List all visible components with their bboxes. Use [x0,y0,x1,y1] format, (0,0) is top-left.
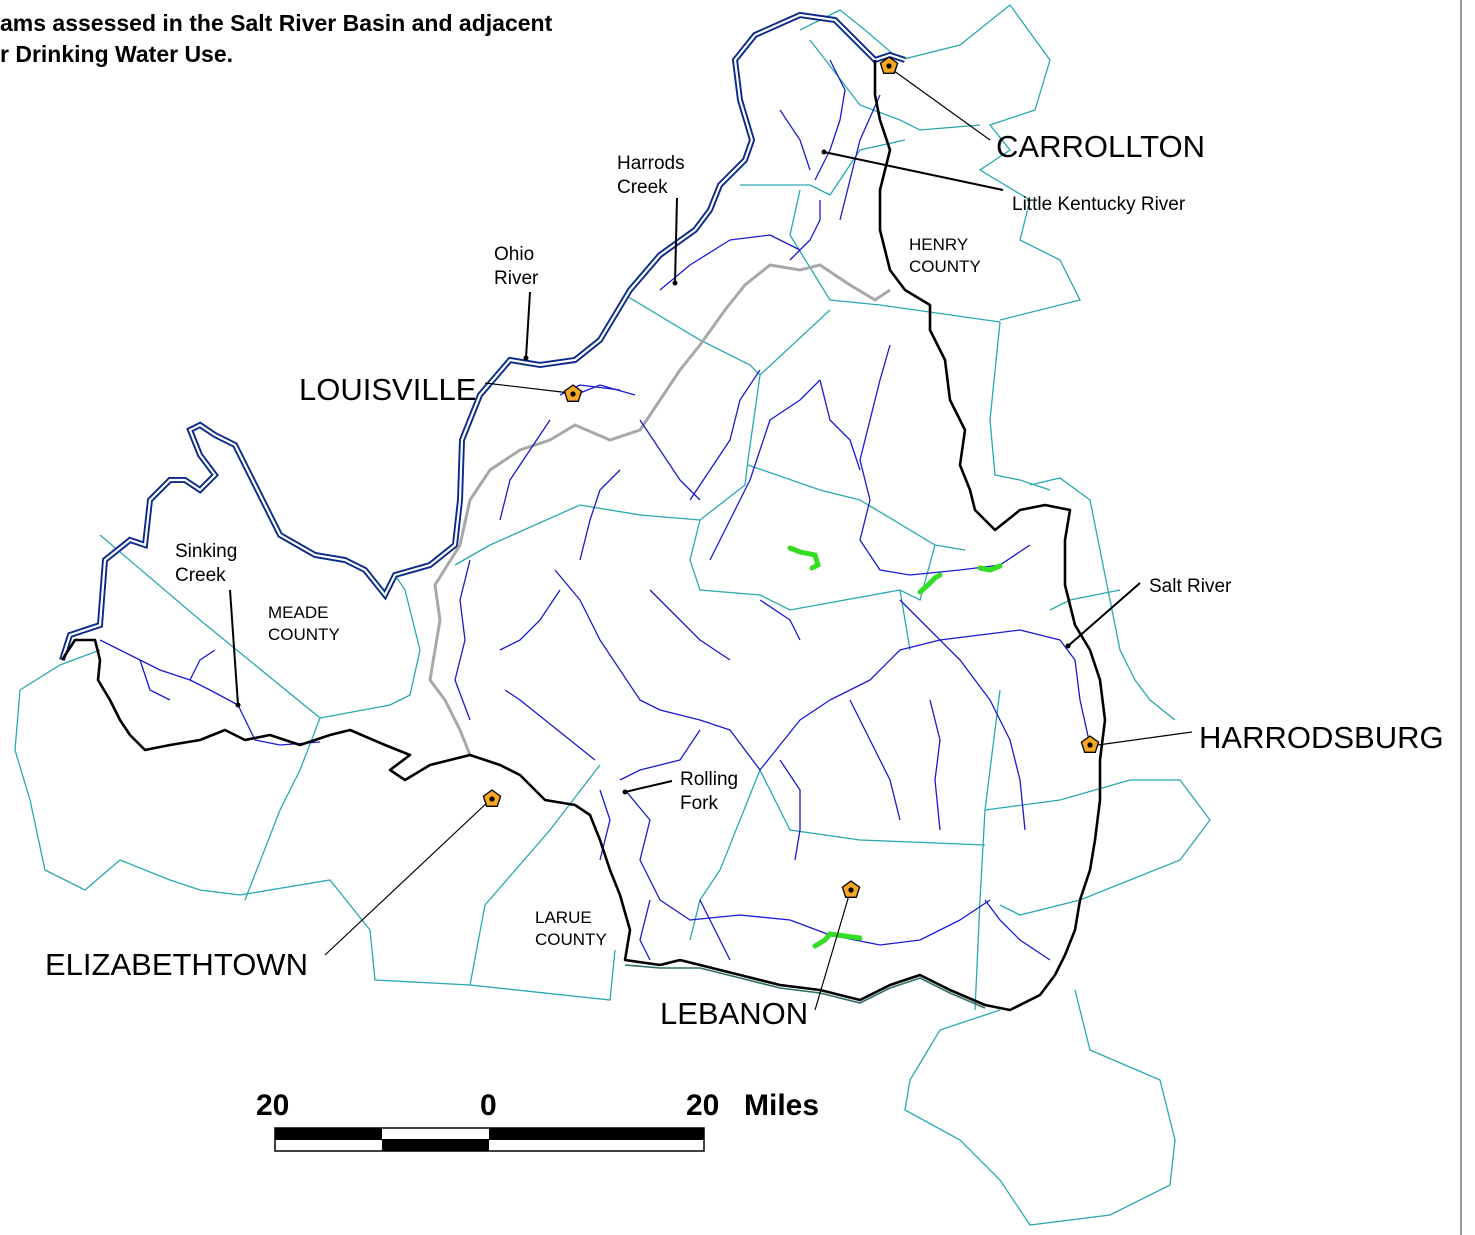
feature-label-sinking-creek: Sinking Creek [175,541,243,586]
city-label-lebanon: LEBANON [660,996,808,1031]
rolling-fork-leader [624,780,673,793]
ohio-river [59,11,906,661]
louisville-leader [484,382,571,394]
pentagon-marker-icon [563,384,583,402]
feature-label-ohio-river: Ohio River [494,244,539,289]
scale-unit: Miles [744,1089,819,1122]
county-boundaries [14,4,1211,1226]
county-label-henry: HENRY COUNTY [909,235,981,276]
pentagon-marker-icon [482,789,502,807]
county-label-larue: LARUE COUNTY [535,908,607,949]
harrodsburg-leader [1097,731,1193,746]
gray-divide-line [428,263,891,756]
elizabethtown-leader [324,799,491,956]
pentagon-marker-icon [1080,735,1100,753]
scale-label-center: 0 [480,1089,497,1122]
scale-label-right: 20 [686,1089,719,1122]
harrods-creek-leader [674,197,678,284]
feature-label-harrods-creek: Harrods Creek [617,153,690,198]
pentagon-marker-icon [879,56,899,74]
scale-seg-bottom-2 [382,1139,489,1151]
leader-lines [324,67,1193,1011]
scale-seg-top-1 [275,1128,382,1140]
map-title: ams assessed in the Salt River Basin and… [0,8,552,70]
feature-label-little-kentucky-river: Little Kentucky River [1012,194,1186,215]
little-kentucky-leader [823,151,1004,191]
city-label-harrodsburg: HARRODSBURG [1199,720,1444,755]
basin-boundary [60,60,1107,1012]
city-label-carrollton: CARROLLTON [996,129,1205,164]
county-label-meade: MEADE COUNTY [268,603,340,644]
carrollton-leader [889,67,991,141]
page-edge-rule [1460,0,1462,1235]
city-label-louisville: LOUISVILLE [299,372,476,407]
scale-bar: 20 0 20 Miles [256,1089,819,1152]
pentagon-marker-icon [841,880,861,898]
salt-river-leader [1067,582,1141,647]
map-title-line-2: r Drinking Water Use. [0,41,234,67]
city-markers [482,56,1100,898]
sinking-creek-leader [229,589,239,706]
map-title-line-1: ams assessed in the Salt River Basin and… [0,10,553,36]
feature-points [235,149,1071,795]
ohio-river-leader [525,291,531,359]
assessed-segments [787,545,1003,949]
city-label-elizabethtown: ELIZABETHTOWN [45,947,308,982]
scale-label-left: 20 [256,1089,289,1122]
feature-label-salt-river: Salt River [1149,576,1232,597]
lebanon-leader [814,891,851,1011]
feature-label-rolling-fork: Rolling Fork [680,769,743,814]
stream-network [99,59,1091,961]
feature-leaders [229,151,1141,793]
scale-seg-top-3 [489,1128,704,1140]
